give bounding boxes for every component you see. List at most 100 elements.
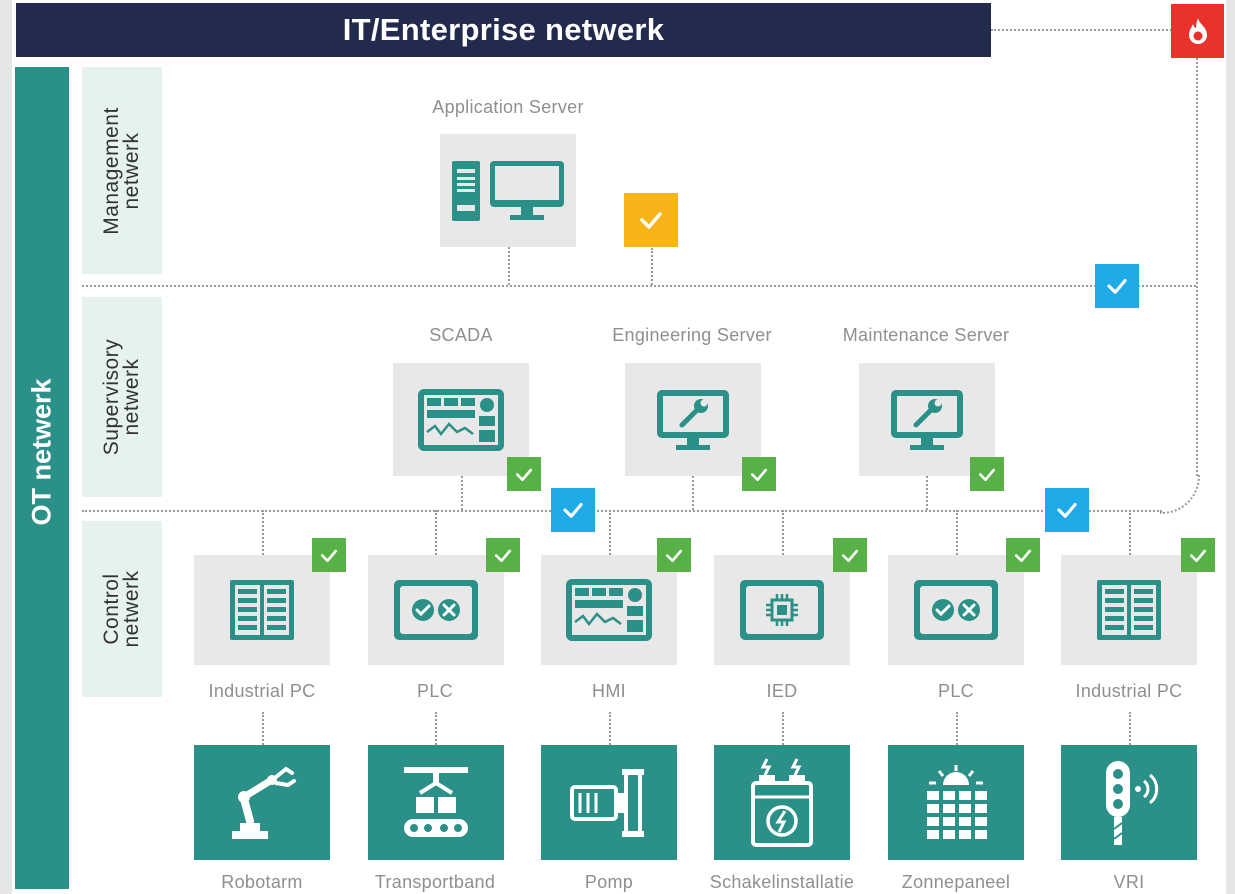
field-device-box-4: [714, 745, 850, 860]
field-connector-3: [609, 712, 611, 745]
checkmark-icon: [1107, 279, 1127, 294]
maintenance-server-check: [970, 457, 1004, 491]
field-device-label-5: Zonnepaneel: [901, 872, 1011, 892]
control-check-5: [1006, 538, 1040, 572]
firewall-vertical-connector: [1196, 58, 1198, 476]
robot-arm-icon: [232, 766, 296, 839]
field-device-box-2: [368, 745, 504, 860]
control-check-4: [833, 538, 867, 572]
control-device-label-5: PLC: [938, 681, 974, 701]
field-connector-5: [956, 712, 958, 745]
traffic-light-icon: [1106, 760, 1159, 845]
checkmark-icon: [515, 468, 533, 481]
control-zone-label-line2: netwerk: [120, 570, 143, 648]
it-enterprise-title: IT/Enterprise netwerk: [342, 12, 665, 47]
supervisory-bus-line: [82, 510, 1162, 512]
control-device-label-1: Industrial PC: [208, 681, 316, 701]
plc-controller-icon: [394, 580, 478, 640]
conveyor-belt-icon: [404, 766, 468, 837]
control-check-3: [657, 538, 691, 572]
scada-label: SCADA: [429, 325, 493, 345]
field-device-box-3: [541, 745, 677, 860]
plc-controller-icon: [914, 580, 998, 640]
right-frame-strip: [1226, 0, 1235, 894]
control-connector-6: [1129, 510, 1131, 555]
app-server-box: [440, 134, 576, 247]
control-check-2: [486, 538, 520, 572]
scada-box: [393, 363, 529, 476]
checkmark-icon: [1014, 549, 1032, 562]
field-connector-6: [1129, 712, 1131, 745]
engineering-server-check: [742, 457, 776, 491]
management-zone-label-line2: netwerk: [120, 132, 143, 210]
control-device-box-2: [368, 555, 504, 665]
control-check-1: [312, 538, 346, 572]
control-device-box-4: [714, 555, 850, 665]
control-device-label-2: PLC: [417, 681, 453, 701]
ot-network-label: OT netwerk: [26, 378, 57, 526]
supervisory-zone-label-line1: Supervisory: [100, 338, 123, 456]
control-device-label-6: Industrial PC: [1075, 681, 1183, 701]
scada-connector: [461, 476, 463, 510]
scada-check: [507, 457, 541, 491]
field-connector-4: [782, 712, 784, 745]
management-zone-label: Management netwerk: [100, 107, 143, 235]
checkmark-icon: [494, 549, 512, 562]
control-connector-1: [262, 510, 264, 555]
it-firewall-connector: [991, 29, 1196, 31]
checkmark-icon: [320, 549, 338, 562]
pump-icon: [570, 768, 644, 837]
control-connector-4: [782, 510, 784, 555]
monitor-wrench-icon: [891, 389, 963, 450]
management-yellow-check: [624, 193, 678, 247]
field-connector-2: [435, 712, 437, 745]
field-device-box-5: [888, 745, 1024, 860]
control-check-6: [1181, 538, 1215, 572]
app-server-label: Application Server: [432, 97, 584, 117]
control-zone-label: Control netwerk: [100, 570, 143, 648]
dashboard-screen-icon: [418, 388, 504, 451]
management-blue-check: [1095, 264, 1139, 308]
checkmark-icon: [1189, 549, 1207, 562]
engineering-connector: [692, 476, 694, 510]
firewall-block: [1171, 4, 1224, 58]
control-connector-5: [956, 510, 958, 555]
ot-network-bar: [15, 67, 69, 889]
it-enterprise-header: IT/Enterprise netwerk: [16, 3, 991, 57]
supervisory-zone-label: Supervisory netwerk: [100, 338, 143, 456]
maintenance-server-label: Maintenance Server: [842, 325, 1010, 345]
supervisory-zone-label-line2: netwerk: [120, 358, 143, 436]
control-device-box-6: [1061, 555, 1197, 665]
firewall-corner-connector: [1160, 474, 1200, 514]
control-device-box-1: [194, 555, 330, 665]
control-device-label-4: IED: [766, 681, 798, 701]
supervisory-blue-check-left: [551, 488, 595, 532]
checkmark-icon: [563, 503, 583, 518]
checkmark-icon: [978, 468, 996, 481]
checkmark-icon: [640, 212, 662, 229]
engineering-server-box: [625, 363, 761, 476]
control-zone-panel: [82, 521, 162, 697]
dashboard-screen-icon: [566, 579, 652, 641]
app-server-connector: [508, 247, 510, 285]
management-zone-panel: [82, 67, 162, 274]
field-device-box-6: [1061, 745, 1197, 860]
field-device-label-6: VRI: [1113, 872, 1145, 892]
desktop-computer-icon: [452, 160, 564, 221]
server-rack-icon: [230, 580, 294, 640]
checkmark-icon: [665, 549, 683, 562]
field-device-label-1: Robotarm: [221, 872, 303, 892]
field-device-label-2: Transportband: [374, 872, 496, 892]
chip-icon: [740, 580, 824, 640]
field-device-label-3: Pomp: [584, 872, 634, 892]
field-device-label-4: Schakelinstallatie: [709, 872, 855, 892]
control-device-label-3: HMI: [592, 681, 626, 701]
control-connector-3: [609, 510, 611, 555]
maintenance-connector: [926, 476, 928, 510]
supervisory-zone-panel: [82, 297, 162, 497]
supervisory-blue-check-right: [1045, 488, 1089, 532]
monitor-wrench-icon: [657, 389, 729, 450]
engineering-server-label: Engineering Server: [612, 325, 772, 345]
flame-icon: [1188, 18, 1207, 44]
management-zone-label-line1: Management: [100, 107, 123, 235]
